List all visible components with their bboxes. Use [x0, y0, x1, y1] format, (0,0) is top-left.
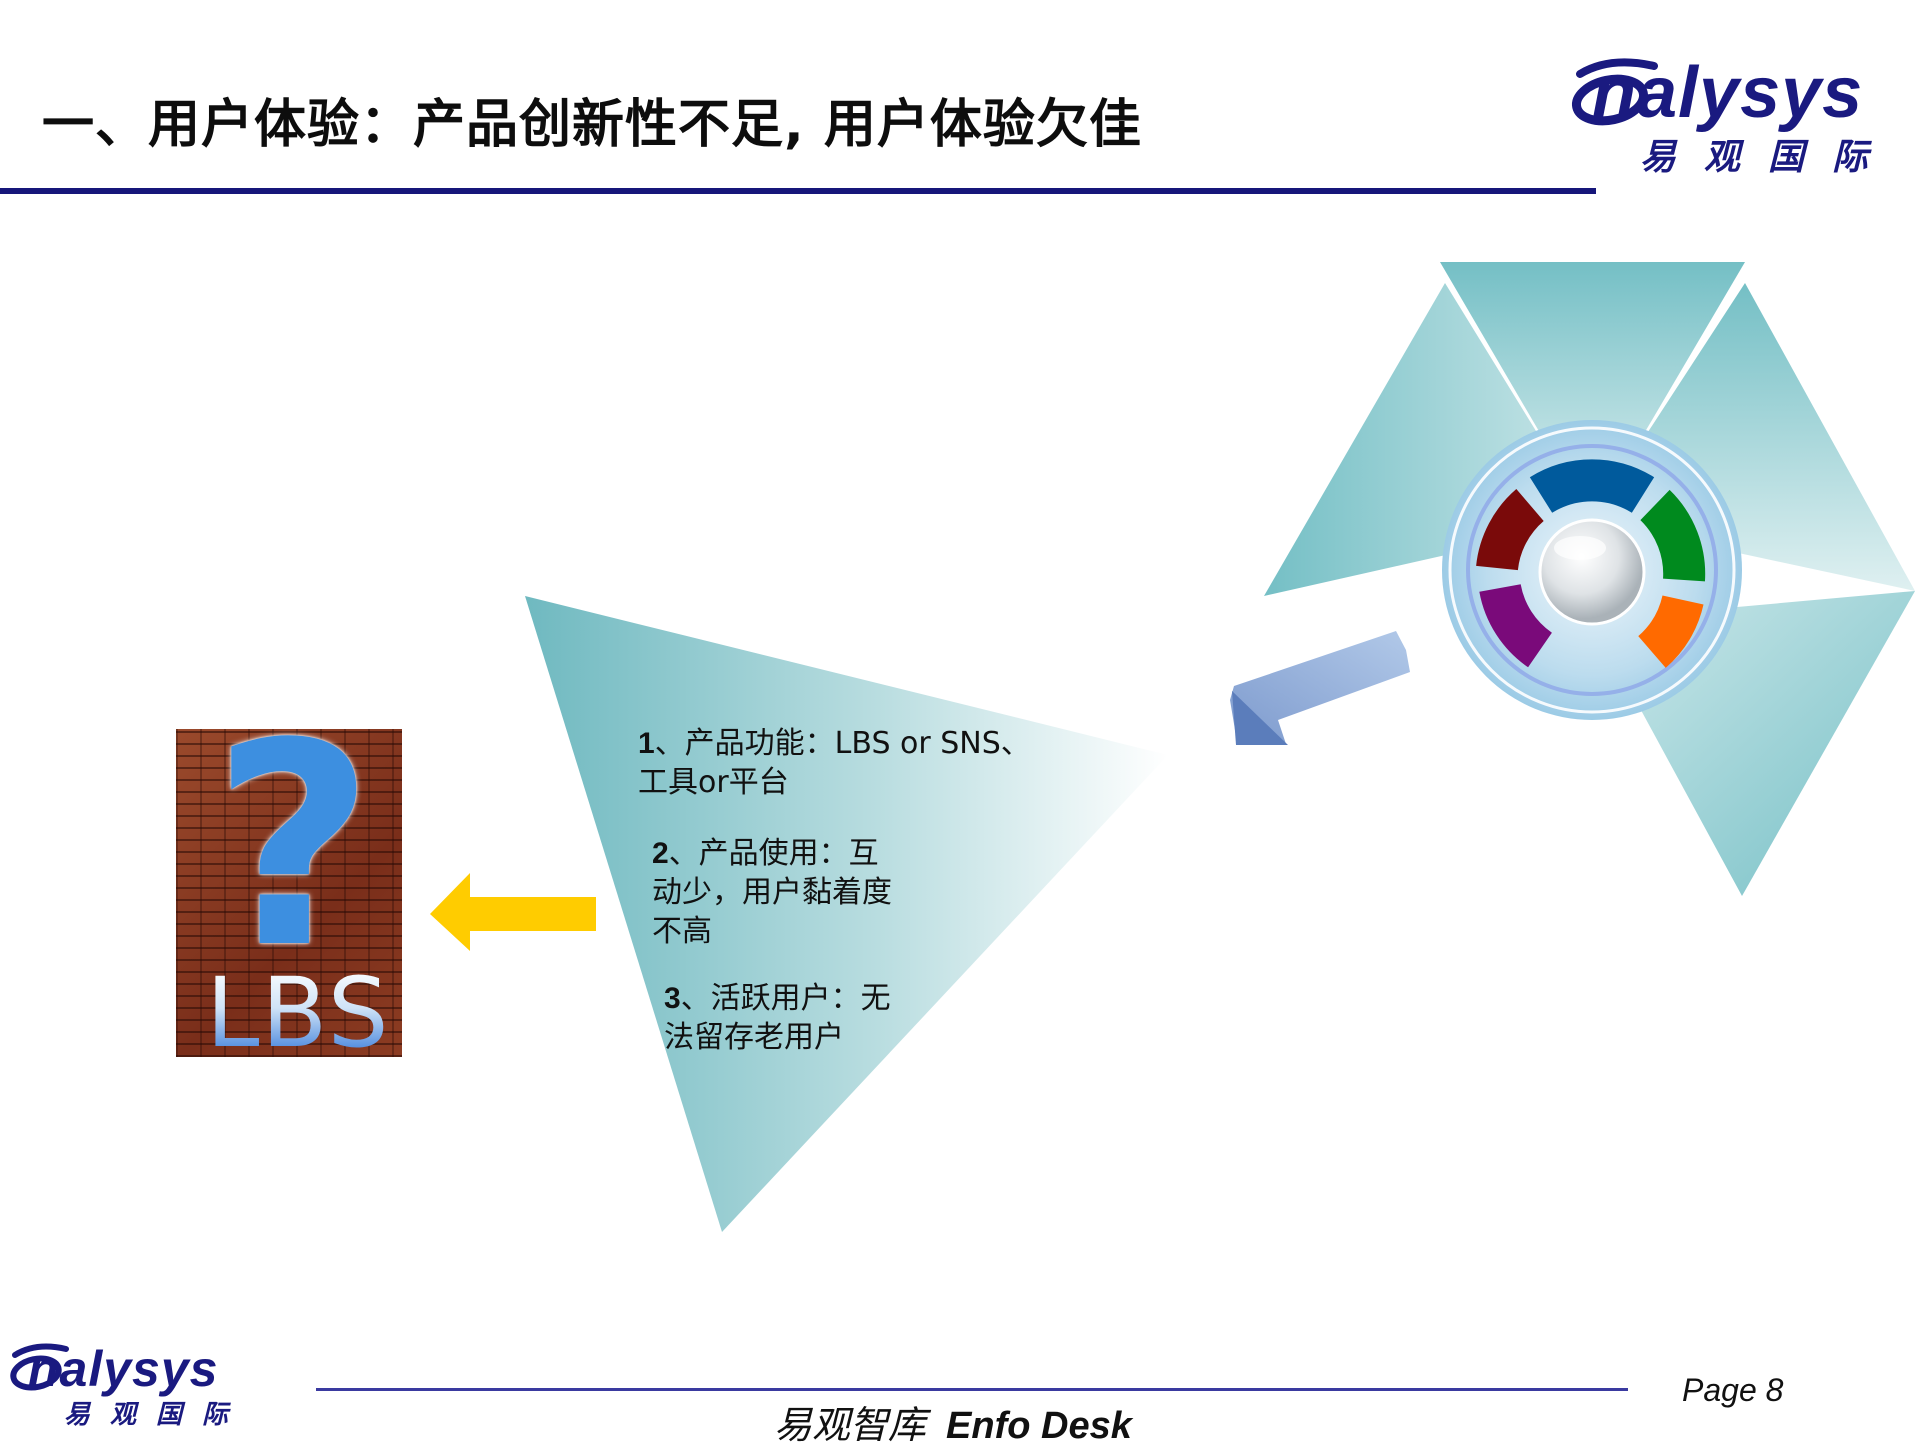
point-1-number: 1 — [638, 727, 655, 760]
question-mark-symbol: ? — [212, 729, 375, 1010]
lbs-question-image: ? LBS — [176, 729, 402, 1057]
point-1-line-1: 、产品功能：LBS or SNS、 — [654, 726, 1031, 761]
ring-segment-darkred — [1476, 489, 1545, 571]
ring-segment-blue — [1529, 459, 1655, 514]
footer-analysys-logo: nalysys 易观国际 — [8, 1340, 258, 1430]
footer-logo-wordmark: nalysys — [28, 1341, 219, 1397]
point-3-number: 3 — [664, 982, 681, 1015]
title-divider — [0, 188, 1596, 194]
footer-logo-swoosh-icon — [10, 1343, 69, 1391]
footer-divider — [316, 1388, 1628, 1391]
logo-cn: 易观国际 — [1640, 137, 1897, 178]
logo-swoosh-icon — [1571, 58, 1658, 126]
hub-center-pearl — [1538, 518, 1646, 626]
footer-brand: 易观智库 Enfo Desk — [774, 1394, 1132, 1449]
footer-brand-cn: 易观智库 — [774, 1403, 927, 1447]
ring-segment-green — [1639, 489, 1706, 582]
point-2-line-2: 动少，用户黏着度 — [652, 875, 892, 910]
lbs-label: LBS — [206, 965, 391, 1057]
point-2-line-3: 不高 — [652, 914, 712, 949]
footer-brand-en: Enfo Desk — [946, 1405, 1132, 1447]
point-1: 1、产品功能：LBS or SNS、 工具or平台 — [638, 724, 1031, 802]
blue-diagonal-arrow — [1230, 631, 1410, 744]
point-3-line-2: 法留存老用户 — [664, 1020, 844, 1055]
ring-segment-purple — [1479, 583, 1553, 668]
point-3: 3、活跃用户：无 法留存老用户 — [664, 979, 891, 1057]
point-1-line-2: 工具or平台 — [638, 765, 789, 800]
point-2-number: 2 — [652, 837, 669, 870]
logo-wordmark: nalysys — [1592, 53, 1864, 133]
funnel-triangle — [525, 596, 1168, 1232]
yellow-left-arrow — [430, 873, 596, 951]
page-number: Page 8 — [1682, 1372, 1784, 1408]
footer-logo-cn: 易观国际 — [64, 1400, 249, 1430]
hub-top-triangle — [1440, 262, 1745, 522]
analysys-logo: nalysys 易观国际 — [1570, 52, 1900, 178]
point-2-line-1: 、产品使用：互 — [668, 836, 879, 871]
ring-segment-orange — [1637, 594, 1704, 668]
point-2: 2、产品使用：互 动少，用户黏着度 不高 — [652, 834, 892, 951]
point-3-line-1: 、活跃用户：无 — [680, 981, 891, 1016]
page-title: 一、用户体验：产品创新性不足, 用户体验欠佳 — [42, 95, 1142, 155]
